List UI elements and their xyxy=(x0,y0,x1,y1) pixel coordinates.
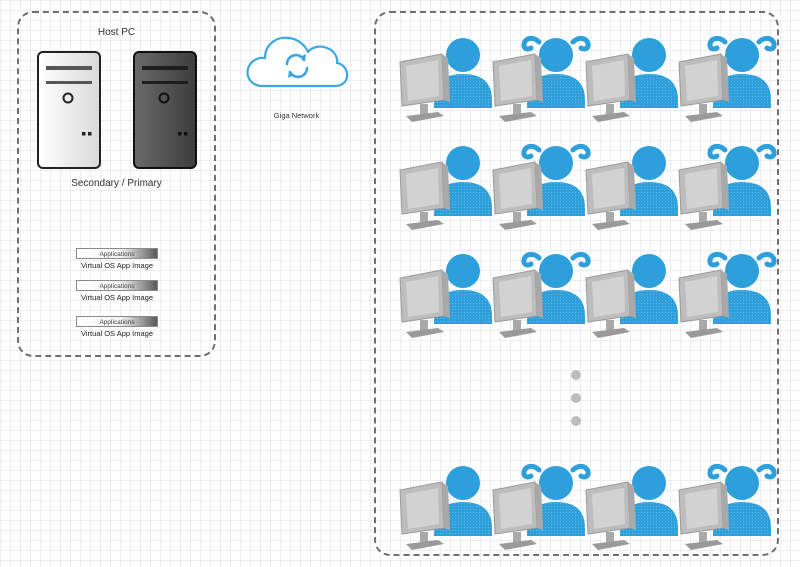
male-user-icon xyxy=(399,146,492,230)
male-user-icon xyxy=(399,38,492,122)
female-user-icon xyxy=(678,463,777,550)
app-image-block: Applications Virtual OS App Image xyxy=(74,280,160,302)
client-workstation xyxy=(578,138,678,238)
female-user-icon xyxy=(678,143,777,230)
male-user-icon xyxy=(585,254,678,338)
host-pc-panel xyxy=(17,11,216,357)
secondary-server-icon xyxy=(37,51,101,169)
app-image-block: Applications Virtual OS App Image xyxy=(74,316,160,338)
female-user-icon xyxy=(492,251,591,338)
female-user-icon xyxy=(678,251,777,338)
virtual-os-app-image-label: Virtual OS App Image xyxy=(81,261,153,270)
male-user-icon xyxy=(585,38,678,122)
client-grid xyxy=(392,20,777,550)
client-workstation xyxy=(485,30,591,130)
client-workstation xyxy=(578,458,678,558)
virtual-os-app-image-label: Virtual OS App Image xyxy=(81,293,153,302)
male-user-icon xyxy=(399,254,492,338)
primary-server-icon xyxy=(133,51,197,169)
client-workstation xyxy=(671,30,777,130)
male-user-icon xyxy=(585,146,678,230)
client-workstation xyxy=(671,458,777,558)
clients-panel xyxy=(374,11,779,556)
client-workstation xyxy=(485,138,591,238)
host-pc-title: Host PC xyxy=(97,27,136,38)
giga-network-label: Giga Network xyxy=(273,111,320,120)
male-user-icon xyxy=(399,466,492,550)
client-workstation xyxy=(392,30,492,130)
ellipsis-dot xyxy=(571,370,581,380)
host-pc-subtitle: Secondary / Primary xyxy=(71,178,162,189)
ellipsis-dot xyxy=(571,393,581,403)
client-workstation xyxy=(578,246,678,346)
female-user-icon xyxy=(678,35,777,122)
client-workstation xyxy=(485,246,591,346)
female-user-icon xyxy=(492,35,591,122)
female-user-icon xyxy=(492,143,591,230)
client-workstation xyxy=(392,246,492,346)
cloud-sync-icon xyxy=(246,36,349,88)
app-image-block: Applications Virtual OS App Image xyxy=(74,248,160,270)
client-workstation xyxy=(671,246,777,346)
male-user-icon xyxy=(585,466,678,550)
client-workstation xyxy=(671,138,777,238)
client-workstation xyxy=(392,458,492,558)
applications-bar: Applications xyxy=(76,316,158,327)
client-workstation xyxy=(578,30,678,130)
applications-bar: Applications xyxy=(76,248,158,259)
client-workstation xyxy=(392,138,492,238)
virtual-os-app-image-label: Virtual OS App Image xyxy=(81,329,153,338)
female-user-icon xyxy=(492,463,591,550)
applications-bar: Applications xyxy=(76,280,158,291)
client-workstation xyxy=(485,458,591,558)
ellipsis-dot xyxy=(571,416,581,426)
